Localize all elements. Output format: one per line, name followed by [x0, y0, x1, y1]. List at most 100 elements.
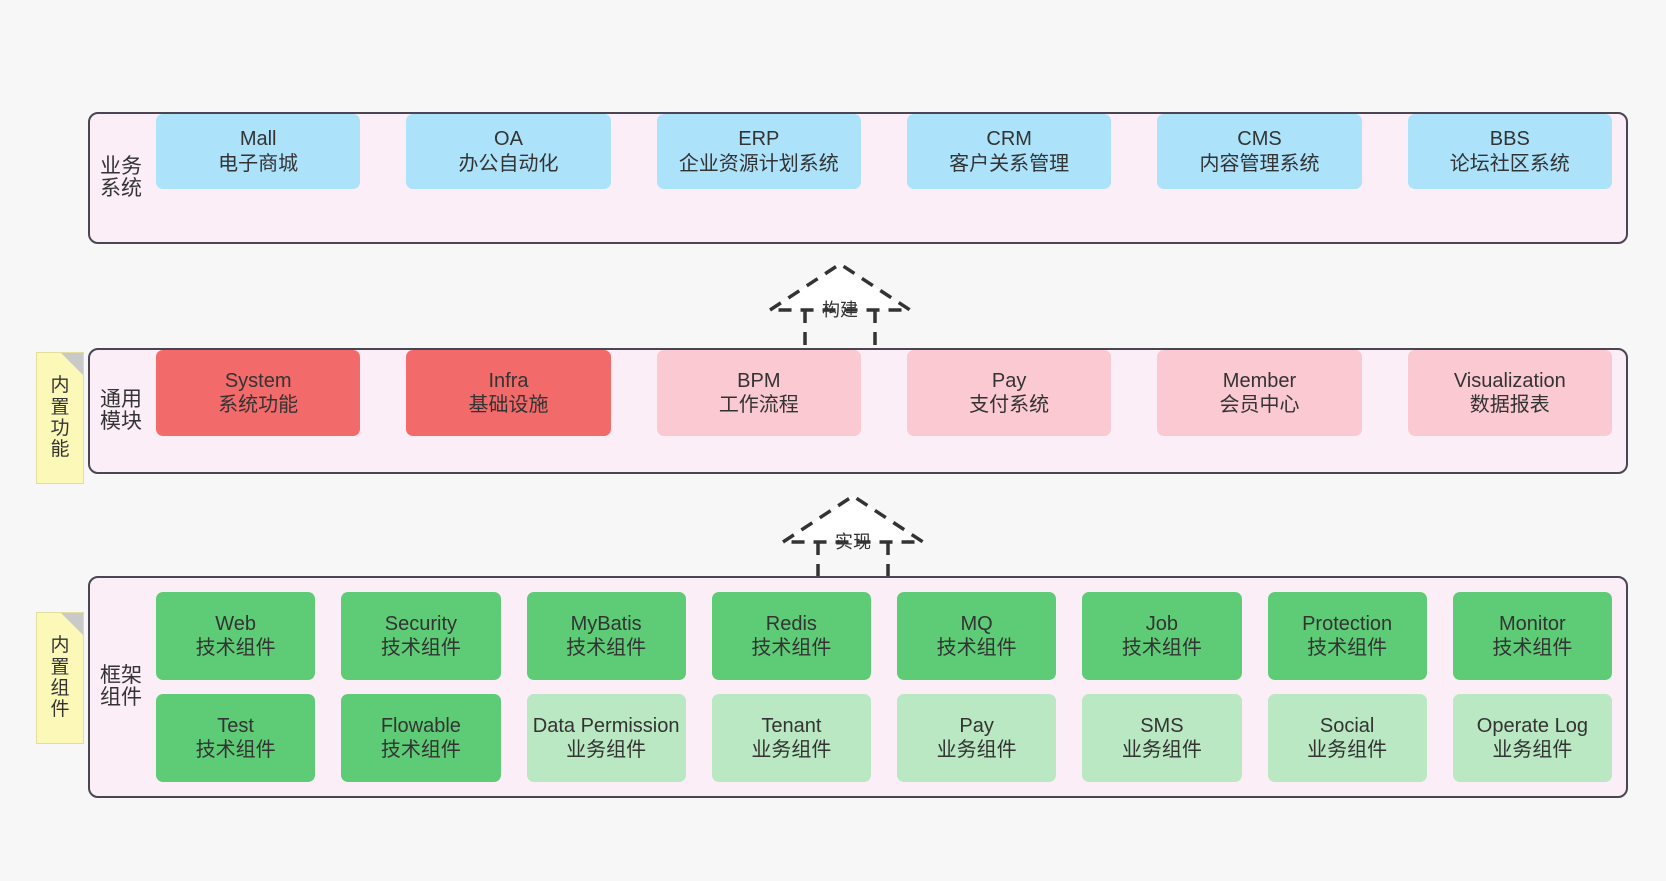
note-label: 内置组件 — [50, 635, 70, 721]
arrow-build: 构建 — [760, 258, 920, 354]
card-monitor[interactable]: Monitor 技术组件 — [1452, 592, 1612, 680]
card-title: BBS — [1489, 128, 1530, 151]
card-subtitle: 业务组件 — [1121, 739, 1202, 761]
card-oa[interactable]: OA 办公自动化 — [406, 114, 611, 189]
card-title: OA — [494, 128, 523, 151]
card-web[interactable]: Web 技术组件 — [156, 592, 316, 680]
card-title: Mall — [239, 128, 277, 151]
note-builtin-components: 内置组件 — [36, 612, 84, 744]
card-redis[interactable]: Redis 技术组件 — [711, 592, 871, 680]
card-subtitle: 系统功能 — [218, 394, 299, 416]
card-title: SMS — [1140, 714, 1184, 737]
card-subtitle: 技术组件 — [566, 637, 647, 659]
card-subtitle: 电子商城 — [218, 152, 299, 175]
card-title: Web — [215, 612, 256, 635]
arrow-implement: 实现 — [773, 490, 933, 586]
layer-modules-title: 通用模块 — [100, 387, 142, 433]
card-operate-log[interactable]: Operate Log 业务组件 — [1452, 694, 1612, 782]
note-label: 内置功能 — [50, 375, 70, 461]
card-title: Member — [1222, 369, 1297, 392]
card-system[interactable]: System 系统功能 — [156, 350, 361, 436]
card-crm[interactable]: CRM 客户关系管理 — [906, 114, 1112, 189]
card-subtitle: 数据报表 — [1469, 394, 1550, 416]
card-title: Visualization — [1453, 369, 1566, 392]
card-erp[interactable]: ERP 企业资源计划系统 — [656, 114, 861, 189]
module-card-list: System 系统功能 Infra 基础设施 BPM 工作流程 Pay 支付系统… — [142, 350, 1626, 472]
framework-row-business: Test 技术组件 Flowable 技术组件 Data Permission … — [156, 694, 1612, 782]
card-subtitle: 会员中心 — [1219, 394, 1300, 416]
note-fold-icon — [61, 353, 83, 375]
card-title: BPM — [737, 369, 781, 392]
card-title: CRM — [986, 128, 1032, 151]
card-title: Job — [1145, 612, 1178, 635]
card-infra[interactable]: Infra 基础设施 — [406, 350, 611, 436]
card-data-permission[interactable]: Data Permission 业务组件 — [526, 694, 686, 782]
card-member[interactable]: Member 会员中心 — [1157, 350, 1362, 436]
card-title: Operate Log — [1476, 714, 1588, 737]
card-subtitle: 技术组件 — [1492, 637, 1573, 659]
card-pay-component[interactable]: Pay 业务组件 — [897, 694, 1057, 782]
card-subtitle: 技术组件 — [380, 637, 461, 659]
card-subtitle: 技术组件 — [380, 739, 461, 761]
card-subtitle: 业务组件 — [1492, 739, 1573, 761]
card-subtitle: 业务组件 — [566, 739, 647, 761]
card-title: Tenant — [761, 714, 822, 737]
card-subtitle: 技术组件 — [751, 637, 832, 659]
card-subtitle: 企业资源计划系统 — [678, 152, 839, 175]
card-subtitle: 技术组件 — [1121, 637, 1202, 659]
layer-framework-title: 框架组件 — [100, 663, 142, 709]
card-subtitle: 内容管理系统 — [1199, 152, 1320, 175]
card-title: Infra — [488, 369, 529, 392]
card-subtitle: 基础设施 — [468, 394, 549, 416]
framework-card-grid: Web 技术组件 Security 技术组件 MyBatis 技术组件 Redi… — [142, 578, 1626, 796]
card-title: ERP — [738, 128, 780, 151]
card-subtitle: 业务组件 — [1307, 739, 1388, 761]
card-title: Pay — [991, 369, 1027, 392]
card-job[interactable]: Job 技术组件 — [1082, 592, 1242, 680]
card-title: MQ — [960, 612, 993, 635]
card-visualization[interactable]: Visualization 数据报表 — [1407, 350, 1612, 436]
card-bbs[interactable]: BBS 论坛社区系统 — [1407, 114, 1612, 189]
card-title: Redis — [765, 612, 817, 635]
card-subtitle: 客户关系管理 — [949, 152, 1070, 175]
card-title: Protection — [1302, 612, 1393, 635]
card-mall[interactable]: Mall 电子商城 — [156, 114, 361, 189]
note-builtin-features: 内置功能 — [36, 352, 84, 484]
card-flowable[interactable]: Flowable 技术组件 — [341, 694, 501, 782]
card-mybatis[interactable]: MyBatis 技术组件 — [526, 592, 686, 680]
card-social[interactable]: Social 业务组件 — [1267, 694, 1427, 782]
card-subtitle: 技术组件 — [195, 637, 276, 659]
card-title: Social — [1319, 714, 1375, 737]
card-title: MyBatis — [570, 612, 642, 635]
layer-framework-components: 框架组件 Web 技术组件 Security 技术组件 MyBatis 技术组件… — [88, 576, 1628, 798]
card-tenant[interactable]: Tenant 业务组件 — [711, 694, 871, 782]
framework-row-tech: Web 技术组件 Security 技术组件 MyBatis 技术组件 Redi… — [156, 592, 1612, 680]
card-security[interactable]: Security 技术组件 — [341, 592, 501, 680]
card-subtitle: 技术组件 — [1307, 637, 1388, 659]
card-sms[interactable]: SMS 业务组件 — [1082, 694, 1242, 782]
card-subtitle: 论坛社区系统 — [1449, 152, 1570, 175]
card-cms[interactable]: CMS 内容管理系统 — [1157, 114, 1362, 189]
card-title: Data Permission — [532, 714, 680, 737]
layer-business-systems: 业务系统 Mall 电子商城 OA 办公自动化 ERP 企业资源计划系统 CRM… — [88, 112, 1628, 244]
card-subtitle: 业务组件 — [936, 739, 1017, 761]
card-subtitle: 技术组件 — [195, 739, 276, 761]
card-subtitle: 办公自动化 — [458, 152, 559, 175]
arrow-build-label: 构建 — [822, 300, 858, 320]
card-title: Pay — [959, 714, 994, 737]
card-test[interactable]: Test 技术组件 — [156, 694, 316, 782]
card-subtitle: 业务组件 — [751, 739, 832, 761]
arrow-implement-label: 实现 — [835, 532, 871, 552]
card-protection[interactable]: Protection 技术组件 — [1267, 592, 1427, 680]
card-pay-module[interactable]: Pay 支付系统 — [906, 350, 1112, 436]
note-fold-icon — [61, 613, 83, 635]
card-subtitle: 技术组件 — [936, 637, 1017, 659]
card-title: System — [224, 369, 292, 392]
card-subtitle: 工作流程 — [718, 394, 799, 416]
layer-common-modules: 通用模块 System 系统功能 Infra 基础设施 BPM 工作流程 Pay… — [88, 348, 1628, 474]
business-card-list: Mall 电子商城 OA 办公自动化 ERP 企业资源计划系统 CRM 客户关系… — [142, 114, 1626, 242]
card-bpm[interactable]: BPM 工作流程 — [656, 350, 861, 436]
card-title: Flowable — [380, 714, 461, 737]
card-mq[interactable]: MQ 技术组件 — [897, 592, 1057, 680]
card-subtitle: 支付系统 — [969, 394, 1050, 416]
